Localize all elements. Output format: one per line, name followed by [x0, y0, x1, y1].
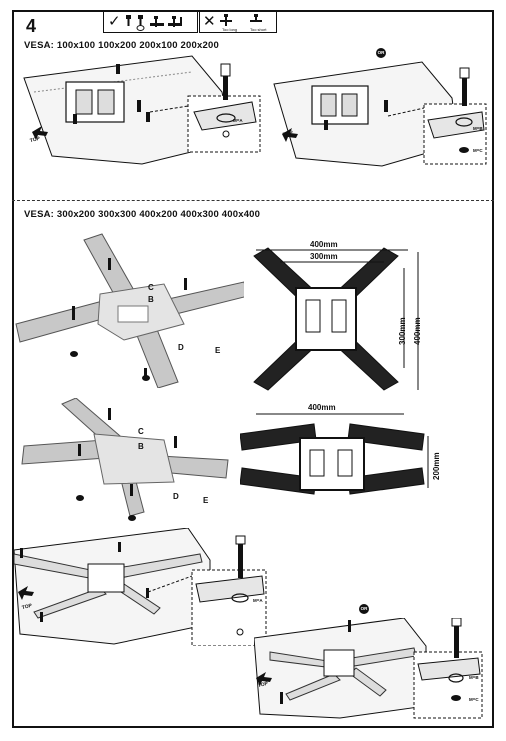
x-bracket-square	[253, 247, 399, 391]
dim-400-wide: 400mm	[308, 403, 336, 412]
step-number: 4	[26, 16, 37, 36]
callout-mb-2: M=B	[469, 675, 479, 680]
tv-x-bracket-scene-alt	[254, 618, 483, 719]
dim-400-top: 400mm	[310, 240, 338, 249]
label-d-2: D	[173, 492, 179, 501]
callout-mb-1: M=B	[473, 126, 483, 131]
label-b-1: B	[148, 295, 154, 304]
bolt-fit-icons	[126, 15, 182, 31]
label-d-1: D	[178, 343, 184, 352]
check-icon: ✓	[108, 13, 121, 30]
legend-incorrect: ✕ Too long Too short	[199, 11, 277, 33]
caption-too-short: Too short	[250, 27, 267, 32]
dim-300-side: 300mm	[398, 317, 407, 345]
or-badge-2: OR	[359, 604, 369, 614]
label-e-1: E	[215, 346, 221, 355]
dim-lines-side	[403, 252, 419, 390]
legend-correct: ✓	[103, 11, 198, 33]
tv-small-bracket-scene-alt	[273, 61, 487, 167]
tv-small-bracket-scene	[23, 55, 261, 165]
callout-mc-1: M=C	[473, 148, 483, 153]
caption-too-long: Too long	[222, 27, 238, 32]
dim-300-top: 300mm	[310, 252, 338, 261]
dim-400-side: 400mm	[413, 317, 422, 345]
label-c-2: C	[138, 427, 144, 436]
x-bracket-assembly-2	[21, 398, 229, 521]
label-b-2: B	[138, 442, 144, 451]
dim-lines-wide	[256, 413, 429, 488]
or-badge-1: OR	[376, 48, 386, 58]
x-bracket-wide	[240, 423, 425, 495]
dim-lines-top	[256, 249, 408, 263]
callout-ma-2: M=A	[253, 598, 263, 603]
vesa-text-small: VESA: 100x100 100x200 200x100 200x200	[24, 40, 219, 51]
dim-200-side: 200mm	[432, 452, 441, 480]
section-divider	[12, 200, 494, 201]
cross-icon: ✕	[203, 13, 216, 30]
callout-ma-1: M=A	[233, 118, 243, 123]
callout-mc-2: M=C	[469, 697, 479, 702]
vesa-text-large: VESA: 300x200 300x300 400x200 400x300 40…	[24, 209, 261, 220]
tv-x-bracket-scene	[14, 528, 267, 646]
bolt-misfit-icons	[220, 14, 262, 26]
label-c-1: C	[148, 283, 154, 292]
label-e-2: E	[203, 496, 209, 505]
x-bracket-assembly-1	[15, 233, 244, 388]
